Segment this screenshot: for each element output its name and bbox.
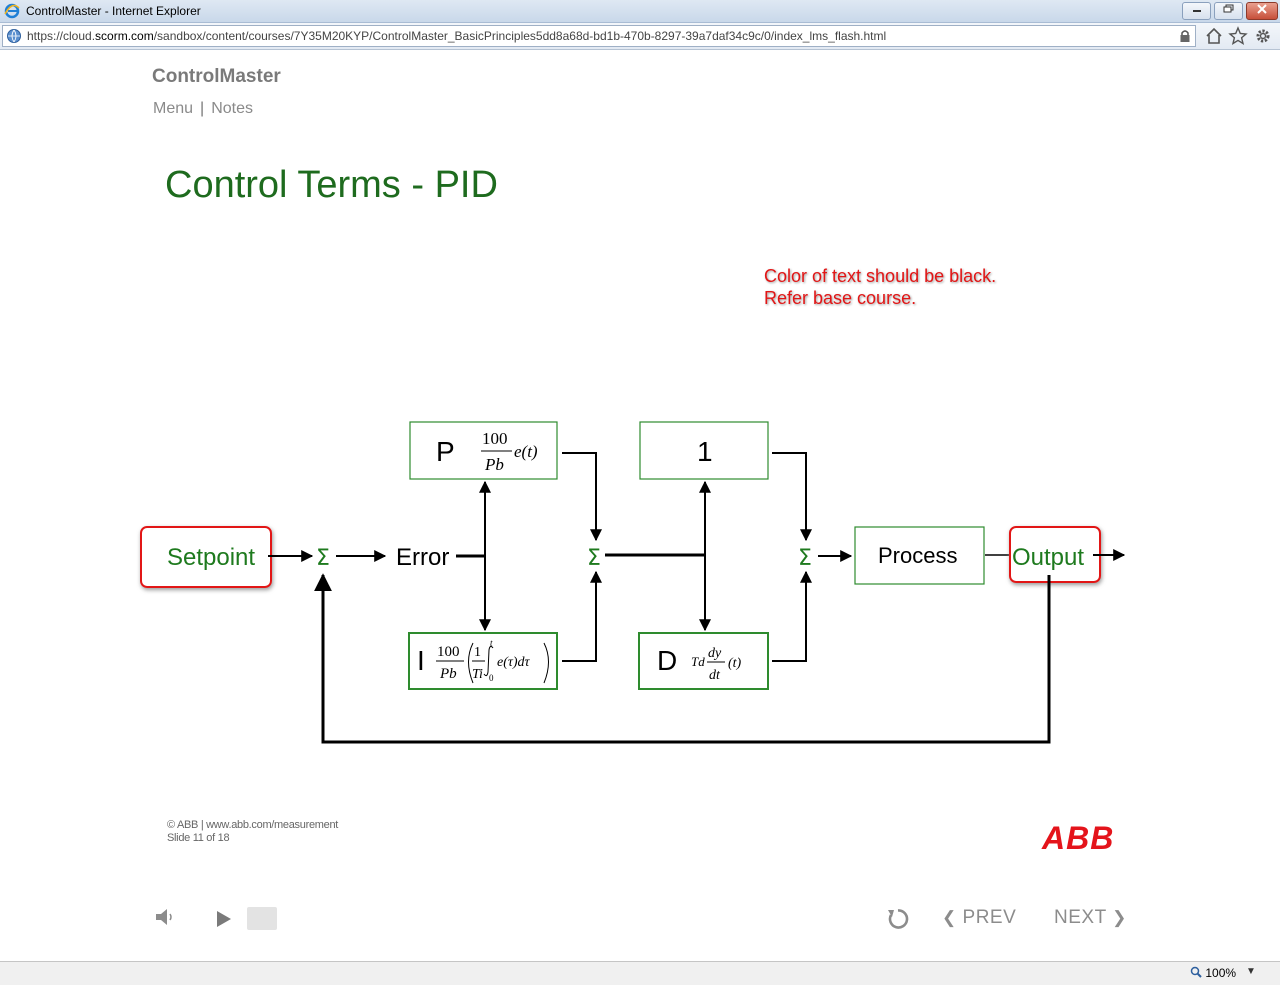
course-nav: Menu | Notes	[153, 100, 253, 118]
star-icon[interactable]	[1228, 26, 1248, 46]
zoom-dropdown-icon[interactable]: ▼	[1246, 966, 1256, 977]
process-label: Process	[878, 543, 957, 568]
restore-button[interactable]	[1214, 2, 1243, 20]
i-inner-denominator: Ti	[472, 667, 483, 682]
ie-icon	[4, 3, 20, 19]
address-bar: https://cloud.scorm.com/sandbox/content/…	[0, 23, 1280, 50]
restore-icon	[1223, 4, 1233, 13]
prev-button[interactable]: ❮ PREV	[942, 907, 1016, 929]
d-block	[638, 632, 769, 690]
chevron-left-icon: ❮	[942, 908, 957, 927]
browser-statusbar: 100% ▼	[0, 961, 1280, 985]
url-text: https://cloud.scorm.com/sandbox/content/…	[27, 29, 887, 43]
play-icon[interactable]	[214, 908, 234, 930]
unity-block-label: 1	[697, 436, 713, 467]
d-output-arrow	[772, 570, 812, 662]
p-output-arrow	[562, 452, 602, 542]
notes-link[interactable]: Notes	[211, 100, 253, 117]
d-block-label: D	[657, 645, 677, 676]
course-brand: ControlMaster	[152, 66, 281, 87]
slide-counter: Slide 11 of 18	[167, 832, 230, 844]
abb-logo: ABB	[1042, 820, 1115, 856]
copyright-text: © ABB | www.abb.com/measurement	[167, 819, 339, 831]
review-note: Color of text should be black. Refer bas…	[764, 265, 996, 309]
output-label: Output	[1012, 544, 1084, 571]
replay-icon[interactable]	[885, 906, 911, 932]
d-function: (t)	[728, 656, 742, 671]
p-coef-denominator: Pb	[484, 455, 504, 474]
window-title: ControlMaster - Internet Explorer	[26, 4, 201, 18]
stop-icon[interactable]	[247, 907, 277, 930]
i-open-paren	[468, 642, 474, 684]
url-field[interactable]: https://cloud.scorm.com/sandbox/content/…	[2, 25, 1196, 47]
process-block	[854, 526, 985, 585]
i-coef-denominator: Pb	[439, 666, 457, 682]
p-function: e(t)	[514, 442, 538, 461]
unity-output-arrow	[772, 452, 812, 542]
zoom-control[interactable]: 100%	[1190, 966, 1236, 980]
next-button[interactable]: NEXT ❯	[1054, 907, 1127, 929]
globe-icon	[7, 29, 21, 43]
lock-icon[interactable]	[1179, 29, 1191, 43]
setpoint-label: Setpoint	[167, 544, 255, 571]
d-numerator: dy	[708, 646, 722, 661]
review-note-line1: Color of text should be black.	[764, 266, 997, 286]
sum-junction-3: Σ	[798, 546, 812, 571]
minimize-button[interactable]	[1182, 2, 1211, 20]
zoom-icon	[1190, 966, 1202, 978]
integral-sign	[483, 645, 494, 677]
close-icon	[1257, 4, 1267, 14]
i-function: e(τ)dτ	[497, 655, 531, 670]
menu-link[interactable]: Menu	[153, 100, 194, 117]
minimize-icon	[1192, 10, 1201, 12]
unity-block	[639, 421, 769, 480]
gear-icon[interactable]	[1253, 26, 1273, 46]
i-inner-numerator: 1	[474, 645, 481, 660]
p-coef-numerator: 100	[482, 429, 508, 448]
d-coef: Td	[691, 654, 705, 669]
close-button[interactable]	[1246, 2, 1278, 20]
slide-footer: © ABB | www.abb.com/measurement Slide 11…	[167, 819, 338, 845]
i-output-arrow	[562, 570, 602, 662]
i-block-label: I	[417, 645, 425, 676]
i-close-paren	[543, 642, 549, 684]
sum-junction-2: Σ	[587, 546, 601, 571]
sum-junction-1: Σ	[316, 546, 330, 571]
home-icon[interactable]	[1204, 26, 1224, 46]
i-lower-limit: 0	[489, 673, 494, 683]
d-denominator: dt	[709, 668, 721, 683]
i-coef-numerator: 100	[437, 644, 460, 660]
window-titlebar: ControlMaster - Internet Explorer	[0, 0, 1280, 23]
nav-separator: |	[200, 100, 205, 117]
url-domain: scorm.com	[95, 29, 154, 43]
feedback-loop-arrow	[314, 573, 1051, 744]
error-label: Error	[396, 544, 449, 571]
prev-label: PREV	[962, 907, 1017, 928]
next-label: NEXT	[1054, 907, 1107, 928]
zoom-level: 100%	[1205, 966, 1237, 980]
chevron-right-icon: ❯	[1112, 908, 1127, 927]
slide-title: Control Terms - PID	[165, 164, 498, 206]
speaker-icon[interactable]	[154, 906, 176, 928]
i-upper-limit: t	[490, 638, 493, 648]
p-block-label: P	[436, 436, 455, 467]
review-note-line2: Refer base course.	[764, 288, 917, 308]
